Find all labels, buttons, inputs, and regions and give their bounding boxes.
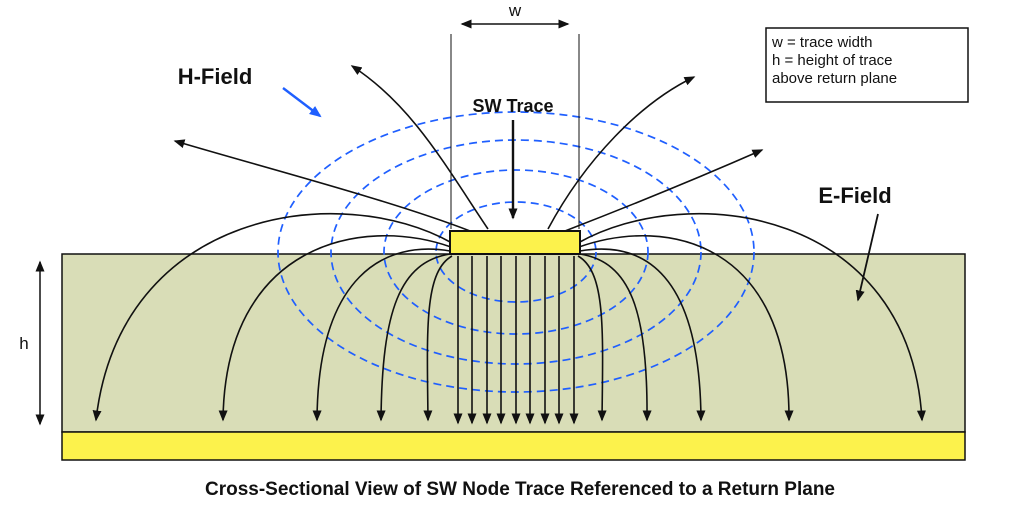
- e-field-line: [173, 139, 471, 232]
- h-field-loop-1: [435, 201, 597, 303]
- legend-frame: [765, 27, 969, 103]
- legend-line-2: h = height of trace: [772, 52, 893, 69]
- e-field-line: [577, 255, 607, 422]
- e-field-line: [350, 65, 489, 230]
- e-field-line: [218, 235, 452, 422]
- e-field-pointer-arrow: [855, 213, 879, 302]
- sw-trace-rect: [449, 230, 581, 255]
- w-label: w: [508, 1, 522, 20]
- e-field-line: [312, 248, 451, 422]
- e-field-lines: [92, 65, 926, 425]
- e-field-label: E-Field: [818, 183, 891, 208]
- h-field-label: H-Field: [178, 64, 253, 89]
- e-field-line: [423, 255, 453, 422]
- h-label: h: [19, 334, 28, 353]
- w-dimension: w: [450, 1, 580, 229]
- e-field-line: [376, 253, 451, 422]
- legend-line-1: w = trace width: [771, 34, 872, 51]
- h-field-pointer-arrow: [282, 87, 322, 118]
- e-field-line: [92, 212, 453, 422]
- legend-box: w = trace width h = height of trace abov…: [765, 27, 969, 103]
- return-plane-rect: [61, 431, 966, 461]
- diagram-title: Cross-Sectional View of SW Node Trace Re…: [205, 479, 835, 500]
- e-field-line: [577, 212, 926, 422]
- e-field-line: [578, 235, 794, 422]
- sw-trace-label: SW Trace: [472, 96, 553, 116]
- e-field-line: [564, 149, 764, 232]
- e-field-line: [547, 76, 696, 230]
- h-dimension: h: [19, 260, 45, 426]
- legend-line-3: above return plane: [772, 70, 897, 87]
- substrate-rect: [61, 253, 966, 433]
- e-field-line: [579, 248, 706, 422]
- e-field-line: [579, 253, 652, 422]
